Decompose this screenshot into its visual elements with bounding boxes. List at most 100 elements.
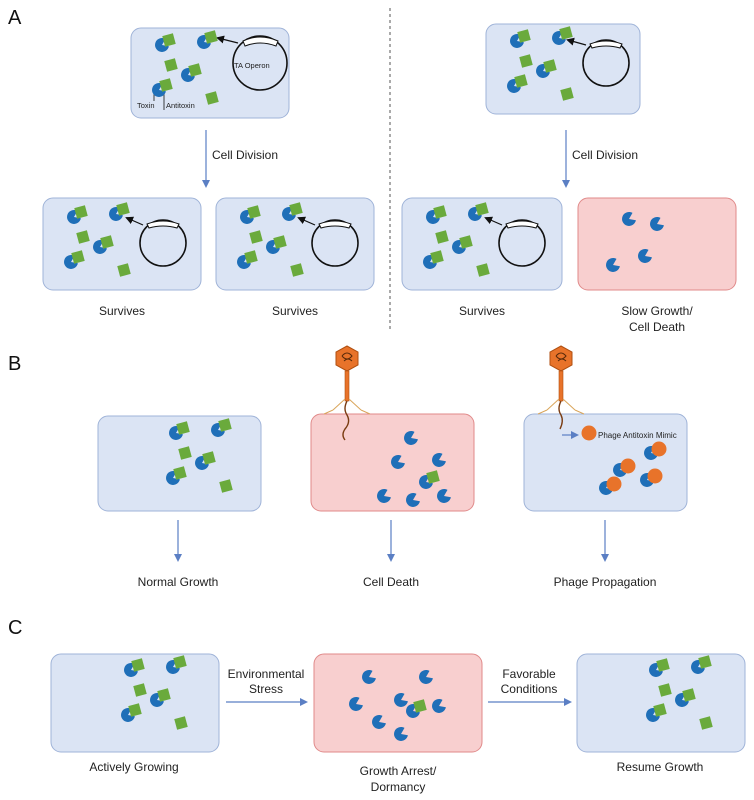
- toxin-molecule: [197, 34, 211, 49]
- toxin-molecule: [152, 82, 166, 97]
- toxin-molecule: [169, 425, 183, 440]
- toxin-molecule: [510, 33, 524, 48]
- outcome-slow-growth: Slow Growth/: [621, 304, 693, 318]
- state-growth-arrest: Growth Arrest/: [360, 764, 437, 778]
- phage-icon: [323, 345, 371, 441]
- antitoxin-molecule: [559, 26, 573, 40]
- molecules-layer: [64, 26, 713, 741]
- toxin-molecule: [599, 480, 613, 495]
- antitoxin-molecule: [173, 466, 187, 480]
- toxin-molecule: [394, 726, 408, 741]
- antitoxin-molecule: [157, 688, 171, 702]
- toxin-molecule: [362, 669, 376, 684]
- toxin-molecule: [349, 696, 363, 711]
- antitoxin-molecule: [159, 78, 173, 92]
- antitoxin-molecule: [476, 263, 490, 277]
- antitoxin-molecule: [247, 205, 261, 219]
- antitoxin-molecule: [653, 703, 667, 717]
- phage-mimic-molecule: [581, 425, 597, 441]
- toxin-molecule: [150, 692, 164, 707]
- antitoxin-molecule: [244, 250, 258, 264]
- cell-phage-propagation: [523, 413, 688, 512]
- antitoxin-molecule: [459, 235, 473, 249]
- toxin-molecule: [121, 707, 135, 722]
- antitoxin-molecule: [176, 421, 190, 435]
- toxin-molecule: [452, 239, 466, 254]
- outcome-cell-death: Cell Death: [629, 320, 685, 334]
- toxin-molecule: [124, 662, 138, 677]
- outcome-normal-growth: Normal Growth: [138, 575, 219, 589]
- toxin-molecule: [181, 67, 195, 82]
- plasmid-daughter-3: [484, 216, 546, 267]
- phage-mimic-molecule: [651, 441, 667, 457]
- toxin-molecule: [536, 63, 550, 78]
- toxin-molecule: [468, 206, 482, 221]
- toxin-molecule: [675, 692, 689, 707]
- toxin-molecule: [650, 216, 664, 231]
- toxin-molecule: [432, 698, 446, 713]
- antitoxin-molecule: [514, 74, 528, 88]
- antitoxin-molecule: [204, 30, 218, 44]
- phage-antitoxin-mimic-label: Phage Antitoxin Mimic: [598, 431, 677, 440]
- antitoxin-molecule: [658, 683, 672, 697]
- antitoxin-molecule: [289, 202, 303, 216]
- antitoxin-molecule: [219, 479, 233, 493]
- toxin-molecule: [394, 692, 408, 707]
- outcome-survives-2: Survives: [272, 304, 318, 318]
- toxin-molecule: [432, 452, 446, 467]
- antitoxin-molecule: [164, 58, 178, 72]
- toxin-molecule: [404, 430, 418, 445]
- toxin-molecule: [166, 659, 180, 674]
- toxin-molecule: [237, 254, 251, 269]
- antitoxin-molecule: [560, 87, 574, 101]
- toxin-molecule: [211, 422, 225, 437]
- toxin-molecule: [419, 474, 433, 489]
- antitoxin-molecule: [682, 688, 696, 702]
- antitoxin-molecule: [100, 235, 114, 249]
- antitoxin-molecule: [426, 470, 440, 484]
- antitoxin-molecule: [188, 63, 202, 77]
- outcome-survives-3: Survives: [459, 304, 505, 318]
- toxin-molecule: [93, 239, 107, 254]
- toxin-molecule: [282, 206, 296, 221]
- toxin-molecule: [155, 37, 169, 52]
- favorable-conditions-label-line1: Favorable: [502, 667, 556, 681]
- antitoxin-molecule: [273, 235, 287, 249]
- toxin-molecule: [419, 669, 433, 684]
- toxin-molecule: [240, 209, 254, 224]
- antitoxin-molecule: [133, 683, 147, 697]
- environmental-stress-label-line1: Environmental: [228, 667, 305, 681]
- antitoxin-molecule: [205, 91, 219, 105]
- toxin-molecule: [638, 248, 652, 263]
- toxin-molecule: [67, 209, 81, 224]
- phage-mimic-molecule: [647, 468, 663, 484]
- antitoxin-molecule: [435, 230, 449, 244]
- antitoxin-molecule: [413, 699, 427, 713]
- antitoxin-molecule: [131, 658, 145, 672]
- antitoxin-molecule: [71, 250, 85, 264]
- plasmid-ta-operon: [216, 35, 288, 91]
- toxin-molecule: [691, 659, 705, 674]
- cell-parent-left: [130, 27, 290, 119]
- phage-icon-2: [537, 345, 585, 430]
- toxin-molecule: [606, 257, 620, 272]
- toxin-molecule: [195, 455, 209, 470]
- outcome-phage-propagation: Phage Propagation: [554, 575, 657, 589]
- antitoxin-molecule: [543, 59, 557, 73]
- toxin-molecule: [552, 30, 566, 45]
- toxin-molecule: [644, 445, 658, 460]
- antitoxin-molecule: [430, 250, 444, 264]
- antitoxin-molecule: [117, 263, 131, 277]
- state-dormancy: Dormancy: [371, 780, 426, 794]
- toxin-molecule: [622, 211, 636, 226]
- state-resume-growth: Resume Growth: [617, 760, 704, 774]
- antitoxin-molecule: [74, 205, 88, 219]
- antitoxin-molecule: [698, 655, 712, 669]
- cell-normal-growth: [97, 415, 262, 512]
- plasmid-daughter-1: [125, 216, 187, 267]
- toxin-molecule: [613, 462, 627, 477]
- antitoxin-molecule: [174, 716, 188, 730]
- toxin-molecule: [649, 662, 663, 677]
- phage-mimic-molecule: [620, 458, 636, 474]
- antitoxin-molecule: [699, 716, 713, 730]
